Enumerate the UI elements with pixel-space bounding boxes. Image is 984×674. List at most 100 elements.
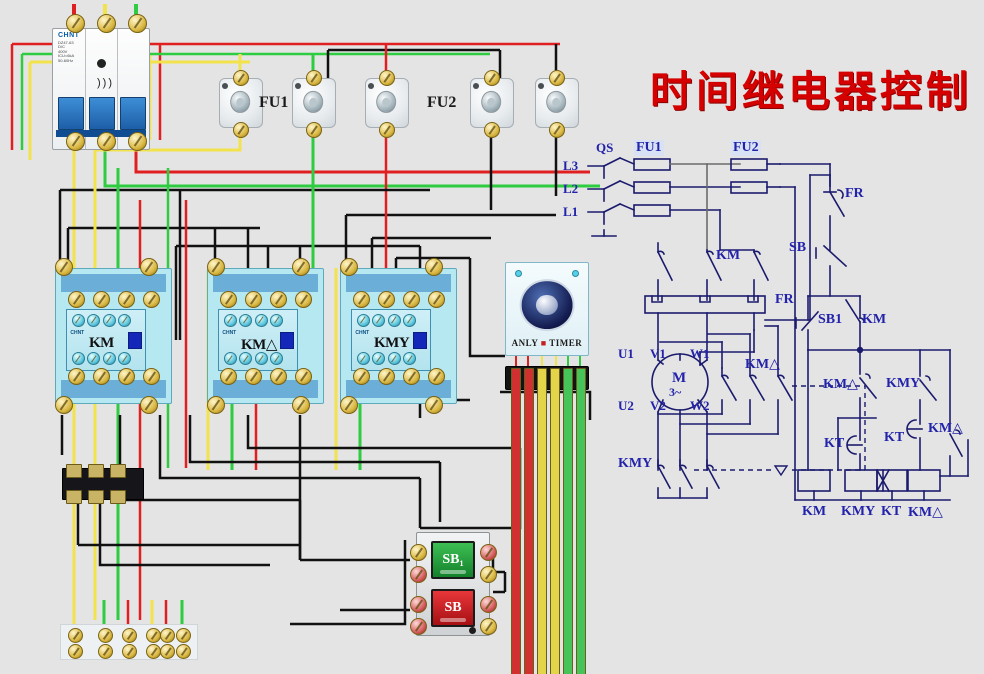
pb-terminal[interactable] xyxy=(410,544,427,561)
fuse-screw[interactable] xyxy=(484,70,500,86)
timer-pin xyxy=(576,368,586,674)
pb-terminal[interactable] xyxy=(480,566,497,583)
fuse-5[interactable] xyxy=(535,78,579,128)
label-FU1: FU1 xyxy=(634,140,664,156)
coil-label-KM: KM xyxy=(802,504,827,519)
button-box-screw xyxy=(469,627,476,634)
olr-terminal[interactable] xyxy=(110,464,126,478)
pb-terminal[interactable] xyxy=(480,596,497,613)
contactor-window xyxy=(280,331,294,350)
fuse-screw[interactable] xyxy=(233,70,249,86)
fuse-screw[interactable] xyxy=(549,70,565,86)
terminal-post[interactable] xyxy=(176,628,191,643)
pb-terminal[interactable] xyxy=(410,618,427,635)
label-KM-main: KM xyxy=(716,248,741,263)
timer-pin xyxy=(524,368,534,674)
breaker-terminal-screw[interactable] xyxy=(128,14,147,33)
label-KT-contact-1: KT xyxy=(824,436,845,451)
olr-terminal[interactable] xyxy=(110,490,126,504)
contactor-bot-screw[interactable] xyxy=(207,396,225,414)
breaker-terminal-screw[interactable] xyxy=(97,132,116,151)
stop-button-sb[interactable]: SB xyxy=(431,589,475,627)
time-relay[interactable]: ANLY ■ TIMER xyxy=(505,262,589,356)
contactor-bot-screw[interactable] xyxy=(340,396,358,414)
contactor-window xyxy=(128,331,142,350)
contactor-kmy-label: KMY xyxy=(374,335,410,352)
olr-terminal[interactable] xyxy=(66,490,82,504)
breaker-terminal-screw[interactable] xyxy=(66,14,85,33)
contactor-top-screw[interactable] xyxy=(292,258,310,276)
contactor-km[interactable]: CHNT KM xyxy=(55,268,172,404)
terminal-post[interactable] xyxy=(122,628,137,643)
pb-terminal[interactable] xyxy=(480,618,497,635)
contactor-bot-screw[interactable] xyxy=(140,396,158,414)
contactor-bot-screw[interactable] xyxy=(292,396,310,414)
label-KM-delta-seal: KM△ xyxy=(928,421,963,436)
motor-phase: 3~ xyxy=(669,385,682,399)
label-U2: U2 xyxy=(618,398,634,413)
fuse-3[interactable] xyxy=(365,78,409,128)
timer-pin xyxy=(511,368,521,674)
timer-pin xyxy=(550,368,560,674)
label-W1: W1 xyxy=(690,346,710,361)
contactor-bot-screw[interactable] xyxy=(425,396,443,414)
label-FR-control: FR xyxy=(845,186,864,201)
terminal-post[interactable] xyxy=(68,628,83,643)
terminal-post[interactable] xyxy=(98,628,113,643)
contactor-top-screw[interactable] xyxy=(140,258,158,276)
label-FR-main: FR xyxy=(775,292,794,307)
label-SB-stop: SB xyxy=(789,240,807,255)
fuse-2[interactable] xyxy=(292,78,336,128)
terminal-post[interactable] xyxy=(122,644,137,659)
timer-brand-left: ANLY xyxy=(511,337,539,348)
contactor-top-screw[interactable] xyxy=(425,258,443,276)
timer-pin xyxy=(537,368,547,674)
terminal-post[interactable] xyxy=(98,644,113,659)
label-L1: L1 xyxy=(563,204,579,219)
label-KM-delta-main: KM△ xyxy=(745,357,780,372)
fuse-screw[interactable] xyxy=(306,122,322,138)
label-SB1-start: SB1 xyxy=(818,312,843,327)
timer-brand-right: TIMER xyxy=(549,337,583,348)
terminal-post[interactable] xyxy=(146,628,161,643)
terminal-post[interactable] xyxy=(146,644,161,659)
contactor-top-screw[interactable] xyxy=(340,258,358,276)
label-KMY-main: KMY xyxy=(618,456,653,471)
fuse-screw[interactable] xyxy=(549,122,565,138)
olr-terminal[interactable] xyxy=(88,490,104,504)
fuse-group-2-label: FU2 xyxy=(427,94,457,111)
terminal-post[interactable] xyxy=(160,644,175,659)
label-FU2: FU2 xyxy=(731,140,761,156)
olr-terminal[interactable] xyxy=(88,464,104,478)
fuse-screw[interactable] xyxy=(233,122,249,138)
contactor-window xyxy=(413,331,427,350)
start-button-sb1[interactable]: SB₁ xyxy=(431,541,475,579)
olr-terminal[interactable] xyxy=(66,464,82,478)
fuse-screw[interactable] xyxy=(484,122,500,138)
pb-terminal[interactable] xyxy=(410,596,427,613)
contactor-top-screw[interactable] xyxy=(207,258,225,276)
terminal-post[interactable] xyxy=(68,644,83,659)
breaker-terminal-screw[interactable] xyxy=(97,14,116,33)
pb-terminal[interactable] xyxy=(410,566,427,583)
contactor-km-delta[interactable]: CHNT KM△ xyxy=(207,268,324,404)
push-button-station[interactable]: SB₁ SB xyxy=(416,532,490,636)
contactor-bot-screw[interactable] xyxy=(55,396,73,414)
contactor-kmy[interactable]: CHNT KMY xyxy=(340,268,457,404)
breaker-terminal-screw[interactable] xyxy=(128,132,147,151)
breaker-terminal-screw[interactable] xyxy=(66,132,85,151)
label-V2: V2 xyxy=(650,398,666,413)
fuse-screw[interactable] xyxy=(379,70,395,86)
breaker-brand: CHNT xyxy=(58,32,80,39)
label-KMY-interlock: KMY xyxy=(886,376,921,391)
label-KM-seal: KM xyxy=(862,312,887,327)
label-U1: U1 xyxy=(618,346,634,361)
contactor-top-screw[interactable] xyxy=(55,258,73,276)
terminal-post[interactable] xyxy=(160,628,175,643)
terminal-post[interactable] xyxy=(176,644,191,659)
fuse-screw[interactable] xyxy=(379,122,395,138)
pb-terminal[interactable] xyxy=(480,544,497,561)
fuse-screw[interactable] xyxy=(306,70,322,86)
